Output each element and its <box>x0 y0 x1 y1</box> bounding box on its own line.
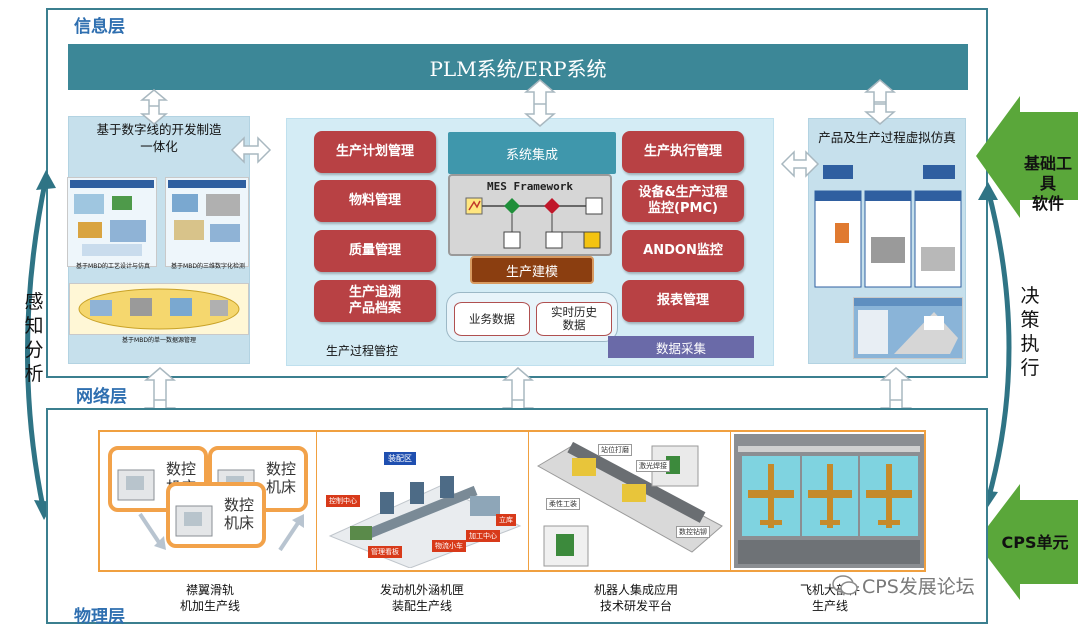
cell-divider-3 <box>730 432 731 570</box>
perceive-char-2: 知 <box>24 315 44 337</box>
mes-framework-diagram <box>465 197 603 249</box>
perceive-char-1: 感 <box>24 291 44 313</box>
center-right-arrow <box>780 150 820 178</box>
perceive-char-3: 分 <box>24 339 44 361</box>
virtual-simulation-title: 产品及生产过程虚拟仿真 <box>818 130 956 145</box>
nc-machine-icon <box>175 505 213 537</box>
mes-framework-title: MES Framework <box>486 180 574 193</box>
quality-management-button[interactable]: 质量管理 <box>314 230 436 272</box>
mes-framework-box: MES Framework <box>448 174 612 256</box>
tag-nc-riveting: 数控钻铆 <box>676 526 710 538</box>
traceability-button[interactable]: 生产追溯 产品档案 <box>314 280 436 322</box>
decide-execute-text: 决 策 执 行 <box>1018 284 1042 380</box>
wechat-icon <box>832 575 858 595</box>
simulation-view-icon <box>854 298 962 354</box>
digital-thread-title-1: 基于数字线的开发制造 <box>96 122 222 137</box>
digital-thread-panel: 基于数字线的开发制造 一体化 基于MBD的工艺设计与仿真 基于MBD的三维数字化… <box>67 116 250 364</box>
caption-mbd-inspection: 基于MBD的三维数字化检测 <box>171 263 245 270</box>
watermark-text: CPS发展论坛 <box>862 576 975 598</box>
perceive-curve-arrow <box>24 177 49 513</box>
cell-divider-2 <box>528 432 529 570</box>
aircraft-bays-icon <box>738 446 920 564</box>
tools-green-arrow <box>976 96 1078 218</box>
left-center-arrow <box>230 136 272 164</box>
material-management-button[interactable]: 物料管理 <box>314 180 436 222</box>
flap-rail-line-label: 襟翼滑轨 机加生产线 <box>179 583 240 613</box>
robot-platform-image <box>536 441 723 567</box>
realtime-history-label: 实时历史 数据 <box>551 305 597 332</box>
tag-laser-welding: 激光焊接 <box>636 460 670 472</box>
tag-warehouse: 立库 <box>496 514 516 526</box>
tag-machining-center: 加工中心 <box>466 530 500 542</box>
production-modeling-box: 生产建模 <box>470 256 594 284</box>
inspection-diagram-icon <box>168 180 246 242</box>
plm-erp-bar: PLM系统/ERP系统 <box>68 44 968 90</box>
aircraft-line-image <box>734 434 924 568</box>
tag-station-grinding: 站位打磨 <box>598 444 632 456</box>
plm-right-arrow <box>863 79 897 125</box>
decide-curve-arrow <box>985 189 1012 501</box>
process-control-label: 生产过程管控 <box>326 344 399 358</box>
tag-assembly-area: 装配区 <box>384 452 416 465</box>
plm-center-arrow <box>523 79 557 127</box>
decide-char-2: 策 <box>1020 309 1040 331</box>
perceive-analyze-text: 感 知 分 析 <box>22 290 46 386</box>
tag-management-board: 管理看板 <box>368 546 402 558</box>
info-layer-title: 信息层 <box>74 17 125 37</box>
single-data-source-thumbnail <box>69 283 249 335</box>
production-plan-button[interactable]: 生产计划管理 <box>314 131 436 173</box>
physical-layer-title: 物理层 <box>74 607 125 627</box>
cps-green-arrow <box>976 484 1078 600</box>
simulation-screenshot <box>853 297 963 359</box>
tools-software-text: 基础工具 软件 <box>1023 154 1072 213</box>
tag-flexible-fixture: 柔性工装 <box>546 498 580 510</box>
decide-char-1: 决 <box>1020 285 1040 307</box>
digital-thread-title-2: 一体化 <box>140 139 178 154</box>
traceability-label: 生产追溯 产品档案 <box>348 285 401 316</box>
engine-casing-line-label: 发动机外涵机匣 装配生产线 <box>379 583 464 613</box>
realtime-history-cylinder: 实时历史 数据 <box>536 302 612 336</box>
cell-divider-1 <box>316 432 317 570</box>
watermark: CPS发展论坛 <box>832 572 975 599</box>
system-integration-box: 系统集成 <box>448 132 616 174</box>
nc-machine-3: 数控 机床 <box>166 482 266 548</box>
caption-single-source: 基于MBD的单一数据源管理 <box>122 337 196 344</box>
nc-machine-icon <box>117 469 155 501</box>
decide-char-3: 执 <box>1020 333 1040 355</box>
network-layer-title: 网络层 <box>76 387 127 407</box>
perceive-char-4: 析 <box>24 363 44 385</box>
plm-left-arrow <box>139 89 169 125</box>
nc-machine-1: 数控 机床 <box>108 446 208 512</box>
business-data-cylinder: 业务数据 <box>454 302 530 336</box>
pmc-monitoring-button[interactable]: 设备&生产过程 监控(PMC) <box>622 180 744 222</box>
nc-label-2: 数控 机床 <box>265 460 296 496</box>
virtual-simulation-panel: 产品及生产过程虚拟仿真 <box>808 118 966 364</box>
perceive-arrowhead <box>36 170 56 190</box>
tag-logistics-cart: 物流小车 <box>432 540 466 552</box>
report-management-button[interactable]: 报表管理 <box>622 280 744 322</box>
caption-mbd-process: 基于MBD的工艺设计与仿真 <box>76 263 150 270</box>
pmc-label: 设备&生产过程 监控(PMC) <box>638 185 728 216</box>
tag-control-center: 控制中心 <box>326 495 360 507</box>
cps-unit-label: CPS单元 <box>1001 533 1069 552</box>
robot-platform-label: 机器人集成应用 技术研发平台 <box>593 583 678 613</box>
tools-software-label: 基础工具 软件 <box>1018 134 1078 214</box>
nc-flow-arrows <box>138 512 304 552</box>
simulation-flow-diagram <box>814 165 962 288</box>
production-execution-button[interactable]: 生产执行管理 <box>622 131 744 173</box>
mbd-process-thumbnail <box>67 177 157 267</box>
process-diagram-icon <box>70 180 154 256</box>
nc-label-3: 数控 机床 <box>223 496 254 532</box>
data-collection-box: 数据采集 <box>608 336 754 358</box>
andon-monitoring-button[interactable]: ANDON监控 <box>622 230 744 272</box>
mbd-inspection-thumbnail <box>165 177 249 267</box>
decide-char-4: 行 <box>1020 357 1040 379</box>
data-source-diagram-icon <box>78 288 240 330</box>
decide-arrowtail <box>978 182 998 200</box>
